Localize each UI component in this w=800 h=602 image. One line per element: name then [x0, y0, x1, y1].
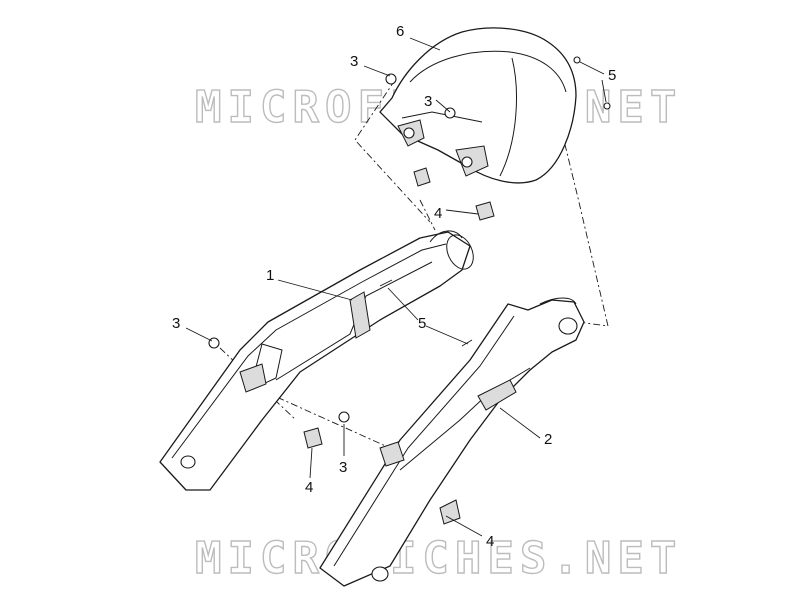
bolt-3-bottom [338, 411, 350, 423]
nut-4-top-a [413, 167, 431, 187]
nut-4-top-b [475, 201, 495, 221]
hardware-parts [208, 56, 611, 449]
bolt-3-top-left [385, 73, 397, 85]
callout-numbers: 1 2 3 3 3 3 4 4 4 5 5 6 [172, 23, 616, 550]
callout-leaders [185, 37, 607, 537]
nut-4-bottom-left [303, 427, 323, 449]
callout-5-top: 5 [608, 67, 616, 84]
callout-1: 1 [266, 267, 274, 284]
callout-4-bottom-right: 4 [486, 533, 494, 550]
bolt-3-top-mid [444, 107, 456, 119]
callout-2: 2 [544, 431, 552, 448]
part-2-right-side-panel [319, 297, 585, 587]
screw-5-mid-b [461, 339, 473, 347]
callout-4-bottom-left: 4 [305, 479, 313, 496]
callout-3-top-left: 3 [350, 53, 358, 70]
screw-5-top-a [573, 56, 581, 64]
part-1-left-side-panel [159, 230, 474, 491]
bolt-3-left [208, 337, 220, 349]
callout-3-bottom: 3 [339, 459, 347, 476]
screw-5-mid-a [379, 279, 393, 287]
part-6-seat-cowl [379, 27, 577, 184]
callout-3-left: 3 [172, 315, 180, 332]
screw-5-top-b [603, 102, 611, 110]
callout-4-top: 4 [434, 205, 442, 222]
callout-5-mid: 5 [418, 315, 426, 332]
callout-3-top-mid: 3 [424, 93, 432, 110]
watermark-bottom: MICROFICHES.NET [195, 533, 682, 584]
callout-6: 6 [396, 23, 404, 40]
